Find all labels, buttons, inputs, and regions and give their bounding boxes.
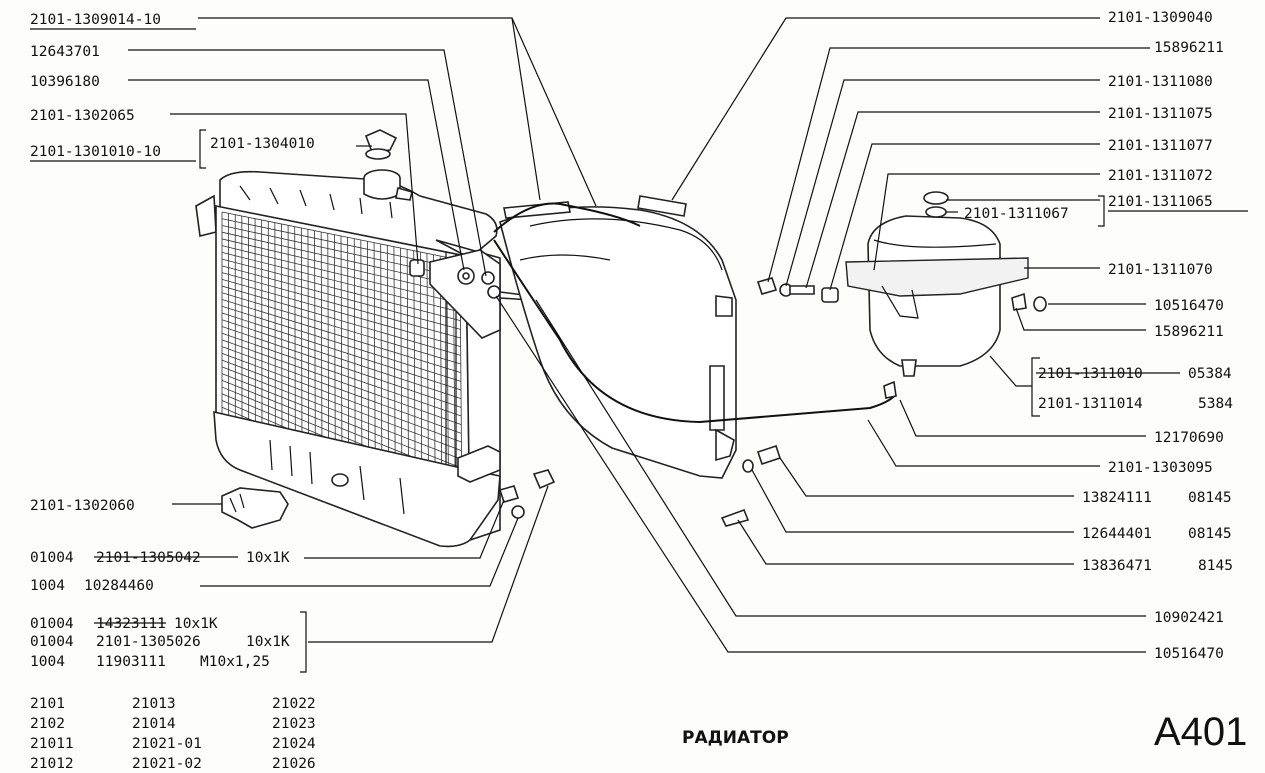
label-r6: 2101-1311072: [1108, 168, 1213, 184]
label-l3: 10396180: [30, 74, 100, 90]
model-3-1: 21011: [30, 736, 74, 752]
leader-line-19: [989, 355, 1032, 387]
model-4-3: 21026: [272, 756, 316, 772]
label-r18-suffix: 8145: [1198, 558, 1233, 574]
label-b2-prefix: 1004: [30, 578, 65, 594]
leader-line-28: [200, 517, 519, 587]
bottom-left-labels: 01004 2101-1305042 10x1K 1004 10284460 0…: [30, 550, 307, 673]
label-r12: 2101-1311010: [1038, 366, 1143, 382]
model-table: 2101 21013 21022 2102 21014 21023 21011 …: [30, 696, 316, 772]
model-2-2: 21014: [132, 716, 176, 732]
leader-line-27: [304, 499, 505, 559]
label-b3-suffix: 10x1K: [174, 616, 218, 632]
label-l5: 2101-1301010-10: [30, 144, 161, 160]
label-r13: 2101-1311014: [1038, 396, 1143, 412]
label-r9: 2101-1311070: [1108, 262, 1213, 278]
left-labels: 2101-1309014-10 12643701 10396180 2101-1…: [30, 12, 315, 514]
leader-line-4: [128, 79, 465, 271]
page-title: РАДИАТОР: [682, 728, 789, 748]
fan-shroud: [499, 195, 737, 479]
label-b1-suffix: 10x1K: [246, 550, 290, 566]
leader-line-20: [899, 399, 1146, 437]
model-1-3: 21022: [272, 696, 316, 712]
expansion-tank: [756, 191, 1047, 399]
model-4-2: 21021-02: [132, 756, 202, 772]
label-b5-suffix: M10x1,25: [200, 654, 270, 670]
leader-line-8: [671, 17, 1100, 201]
label-r14: 12170690: [1154, 430, 1224, 446]
label-r10: 10516470: [1154, 298, 1224, 314]
leader-line-25: [535, 299, 1146, 617]
label-r7: 2101-1311065: [1108, 194, 1213, 210]
label-r5: 2101-1311077: [1108, 138, 1213, 154]
model-4-1: 21012: [30, 756, 74, 772]
model-1-1: 2101: [30, 696, 65, 712]
sheet-code: A401: [1154, 710, 1247, 754]
label-b4-suffix: 10x1K: [246, 634, 290, 650]
model-3-3: 21024: [272, 736, 316, 752]
label-l7: 2101-1302060: [30, 498, 135, 514]
label-b1-prefix: 01004: [30, 550, 74, 566]
leader-line-24: [737, 519, 1074, 565]
leader-line-3: [128, 49, 487, 277]
label-r8: 2101-1311067: [964, 206, 1069, 222]
label-b3-prefix: 01004: [30, 616, 74, 632]
leader-line-12: [829, 143, 1100, 291]
label-l1: 2101-1309014-10: [30, 12, 161, 28]
leader-line-26: [495, 295, 1146, 653]
leader-line-21: [867, 419, 1100, 467]
leader-line-2: [511, 17, 597, 207]
model-1-2: 21013: [132, 696, 176, 712]
label-b3-part: 14323111: [96, 616, 166, 632]
label-r16: 13824111: [1082, 490, 1152, 506]
label-r18: 13836471: [1082, 558, 1152, 574]
label-r15: 2101-1303095: [1108, 460, 1213, 476]
label-r17-suffix: 08145: [1188, 526, 1232, 542]
leader-line-23: [751, 469, 1074, 533]
label-b5-prefix: 1004: [30, 654, 65, 670]
label-b2-part: 10284460: [84, 578, 154, 594]
label-r11: 15896211: [1154, 324, 1224, 340]
leader-line-5: [170, 113, 419, 265]
label-r20: 10516470: [1154, 646, 1224, 662]
label-r1: 2101-1309040: [1108, 10, 1213, 26]
model-2-1: 2102: [30, 716, 65, 732]
label-l6: 2101-1304010: [210, 136, 315, 152]
leader-line-13: [873, 173, 1100, 271]
label-l2: 12643701: [30, 44, 100, 60]
leader-line-11: [805, 111, 1100, 289]
leader-line-10: [785, 79, 1100, 287]
overflow-hose: [493, 202, 897, 424]
label-r3: 2101-1311080: [1108, 74, 1213, 90]
radiator-assembly: [195, 129, 556, 548]
label-b4-part: 2101-1305026: [96, 634, 201, 650]
leader-line-9: [767, 47, 1150, 283]
model-2-3: 21023: [272, 716, 316, 732]
label-r4: 2101-1311075: [1108, 106, 1213, 122]
label-b4-prefix: 01004: [30, 634, 74, 650]
label-r13-suffix: 5384: [1198, 396, 1233, 412]
label-r12-suffix: 05384: [1188, 366, 1232, 382]
label-r19: 10902421: [1154, 610, 1224, 626]
label-r2: 15896211: [1154, 40, 1224, 56]
model-3-2: 21021-01: [132, 736, 202, 752]
leader-line-22: [779, 457, 1074, 497]
label-r17: 12644401: [1082, 526, 1152, 542]
label-b5-part: 11903111: [96, 654, 166, 670]
right-labels: 2101-1309040 15896211 2101-1311080 2101-…: [964, 10, 1248, 662]
label-l4: 2101-1302065: [30, 108, 135, 124]
label-r16-suffix: 08145: [1188, 490, 1232, 506]
leader-lines: [128, 17, 1150, 653]
label-b1-part: 2101-1305042: [96, 550, 201, 566]
leader-line-29: [308, 485, 549, 643]
leader-line-18: [1015, 307, 1146, 331]
